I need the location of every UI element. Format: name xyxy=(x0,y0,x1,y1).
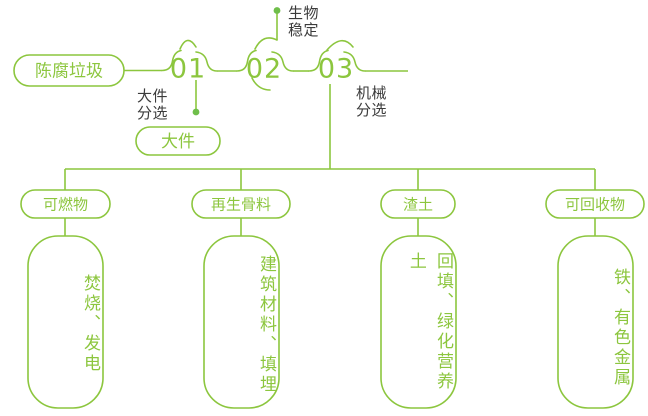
stage-03-annotation: 机械 分选 xyxy=(356,84,388,120)
side-output-node[interactable]: 大件 xyxy=(135,126,221,156)
detail-text-1: 焚烧、发电 xyxy=(80,274,100,374)
source-node[interactable]: 陈腐垃圾 xyxy=(13,54,125,87)
output-pill-3[interactable]: 渣土 xyxy=(380,189,456,219)
detail-box-2[interactable] xyxy=(203,235,280,409)
stage-02-annotation: 生物 稳定 xyxy=(288,4,320,40)
detail-box-3[interactable] xyxy=(380,235,457,409)
node-02-lower-arc xyxy=(251,77,271,91)
node-01-right-arc xyxy=(195,51,218,72)
detail-box-4[interactable] xyxy=(557,235,634,409)
side-output-pill-label: 大件 xyxy=(161,132,195,152)
node-02-upper-arc xyxy=(254,37,278,50)
node-03-right-arc xyxy=(343,51,366,72)
node-03-left-arc xyxy=(308,49,329,72)
stage-01-annotation: 大件 分选 xyxy=(137,87,169,123)
stage-number-01: 01 xyxy=(170,54,206,85)
output-pill-4-label: 可回收物 xyxy=(565,196,625,214)
node-02-right-arc xyxy=(271,51,294,72)
output-pill-2[interactable]: 再生骨料 xyxy=(191,189,291,219)
node-01-left-arc xyxy=(161,49,182,72)
stage-01-callout-dot xyxy=(192,108,200,116)
stage-02-callout-dot xyxy=(273,7,281,14)
node-01-upper-arc xyxy=(179,39,197,50)
detail-text-2: 建筑材料、填埋 xyxy=(256,255,276,395)
stage-number-03: 03 xyxy=(318,54,354,85)
source-pill-label: 陈腐垃圾 xyxy=(35,62,103,82)
node-03-upper-arc xyxy=(326,39,354,51)
output-pill-1-label: 可燃物 xyxy=(43,196,88,214)
output-pill-1[interactable]: 可燃物 xyxy=(20,189,111,219)
output-pill-4[interactable]: 可回收物 xyxy=(545,189,645,219)
output-pill-2-label: 再生骨料 xyxy=(211,196,271,214)
detail-text-4: 铁、有色金属 xyxy=(610,268,630,388)
stage-number-02: 02 xyxy=(246,54,282,85)
detail-text-3: 回填、绿化营养土 xyxy=(405,252,453,392)
node-02-left-arc xyxy=(236,49,257,72)
side-output-pill-outline xyxy=(135,126,221,156)
detail-box-1[interactable] xyxy=(27,235,104,409)
output-pill-3-label: 渣土 xyxy=(403,196,433,214)
